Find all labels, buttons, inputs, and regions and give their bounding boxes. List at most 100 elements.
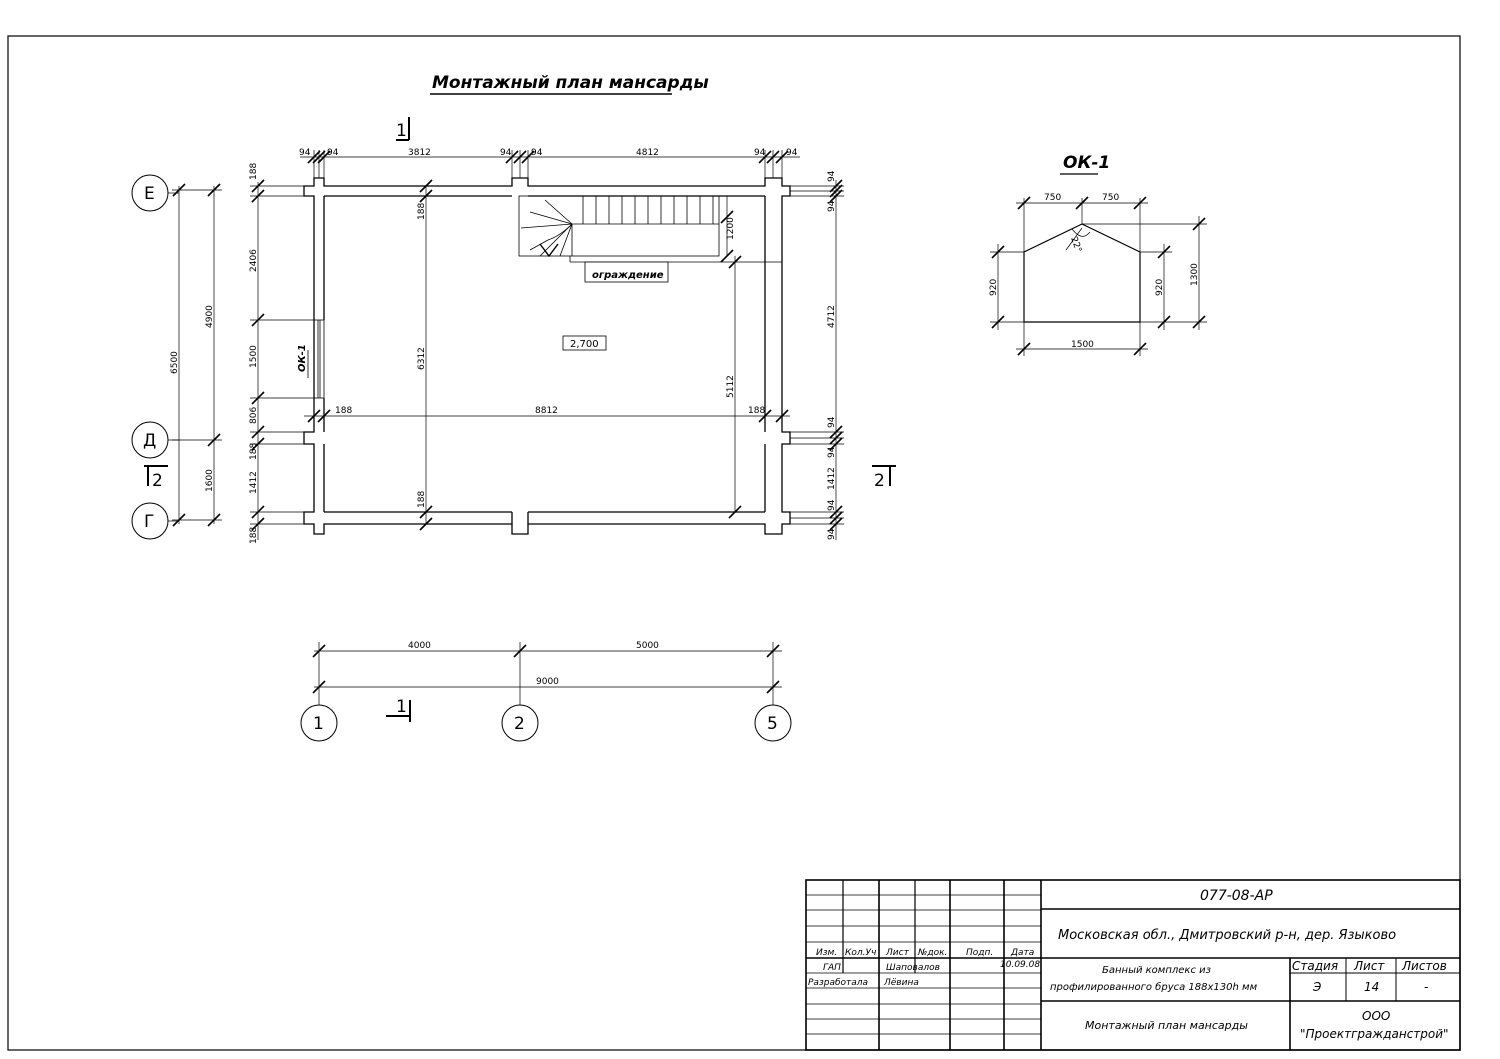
inner-dimensions [304, 179, 790, 531]
top-dim: 94 [531, 148, 543, 158]
left-dim: 1412 [249, 471, 259, 494]
right-dim: 94 [827, 499, 837, 511]
top-dim: 4812 [636, 148, 659, 158]
object-name-line1: Банный комплекс из [1102, 965, 1211, 976]
inner-dim: 1200 [726, 217, 736, 240]
dev-role: Разработала [808, 978, 868, 988]
window-dim: 750 [1044, 193, 1061, 203]
window-dim: 920 [989, 279, 999, 296]
gap-name: Шаповалов [886, 963, 940, 973]
svg-text:2: 2 [514, 714, 525, 734]
dev-name: Лёвина [883, 978, 919, 988]
svg-text:ограждение: ограждение [592, 270, 664, 281]
window-dim: 1500 [1071, 340, 1094, 350]
gap-date: 10.09.08 [1000, 960, 1040, 970]
sheet-title: Монтажный план мансарды [1085, 1019, 1248, 1032]
svg-text:1: 1 [313, 714, 324, 734]
plan-title: Монтажный план мансарды [432, 73, 709, 93]
section-mark-2-right [872, 465, 896, 486]
window-label: ОК-1 [297, 344, 308, 372]
section-mark-label: 2 [152, 471, 163, 491]
right-dim: 94 [827, 200, 837, 212]
sheet-header: Лист [1353, 959, 1385, 973]
company-line2: "Проектгражданстрой" [1300, 1027, 1449, 1041]
left-dimension-chain [250, 179, 314, 540]
window-dim: 920 [1155, 279, 1165, 296]
top-dim: 94 [500, 148, 512, 158]
inner-dim: 5112 [726, 375, 736, 398]
inner-dim: 188 [748, 406, 765, 416]
window-ok1 [313, 319, 325, 399]
header-ndok: №док. [917, 948, 947, 958]
header-podp: Подп. [966, 948, 993, 958]
inner-dim: 188 [417, 203, 427, 220]
right-dim: 94 [827, 416, 837, 428]
window-angle: 22° [1068, 236, 1083, 254]
sheets-header: Листов [1401, 959, 1447, 973]
inner-dim: 188 [417, 491, 427, 508]
outer-left-dim: 4900 [205, 305, 215, 328]
bottom-axis-dimensions [312, 642, 782, 705]
window-dim: 750 [1102, 193, 1119, 203]
svg-text:Д: Д [143, 431, 156, 451]
stage-header: Стадия [1292, 959, 1338, 973]
left-dim: 2406 [249, 249, 259, 272]
bottom-dim: 9000 [536, 677, 559, 687]
sheets-value: - [1424, 980, 1428, 994]
object-name-line2: профилированного бруса 188х130h мм [1050, 981, 1258, 993]
axis-bubble-2: 2 [501, 704, 539, 742]
top-dim: 94 [786, 148, 798, 158]
left-dim: 188 [249, 443, 259, 460]
header-list: Лист [885, 948, 910, 958]
railing-callout: ограждение [584, 261, 669, 283]
right-dimension-chain [790, 179, 844, 540]
header-kol: Кол.Уч [845, 948, 876, 958]
right-dim: 4712 [827, 305, 837, 328]
top-dim: 94 [299, 148, 311, 158]
window-dim: 1300 [1190, 263, 1200, 286]
window-detail-dimensions [990, 196, 1207, 356]
outer-left-dim: 6500 [170, 351, 180, 374]
window-detail-title: ОК-1 [1063, 153, 1110, 173]
axis-bubble-G: Г [131, 502, 169, 540]
axis-bubble-D: Д [131, 421, 169, 459]
right-dim: 94 [827, 528, 837, 540]
right-dim: 94 [827, 170, 837, 182]
top-dim: 94 [327, 148, 339, 158]
header-izm: Изм. [816, 948, 837, 958]
window-detail-shape [1023, 223, 1141, 323]
axis-bubble-5: 5 [754, 704, 792, 742]
svg-text:5: 5 [767, 714, 778, 734]
left-dim: 1500 [249, 345, 259, 368]
top-dim: 3812 [408, 148, 431, 158]
sheet-value: 14 [1364, 980, 1379, 994]
svg-text:2,700: 2,700 [570, 339, 599, 350]
outer-left-dimensions [172, 183, 222, 527]
gap-role: ГАП [823, 963, 841, 973]
svg-text:Е: Е [144, 184, 155, 204]
staircase [518, 195, 782, 263]
axis-bubble-1: 1 [300, 704, 338, 742]
sheet-frame [7, 35, 1461, 1051]
bottom-dim: 4000 [408, 641, 431, 651]
section-mark-label: 2 [874, 471, 885, 491]
section-mark-label: 1 [396, 697, 407, 717]
right-dim: 1412 [827, 467, 837, 490]
title-block [805, 879, 1461, 1051]
section-mark-2-left [144, 465, 168, 486]
inner-dim: 6312 [417, 347, 427, 370]
bottom-dim: 5000 [636, 641, 659, 651]
stage-value: Э [1312, 980, 1322, 994]
section-mark-label: 1 [396, 121, 407, 141]
company-line1: ООО [1362, 1009, 1390, 1023]
section-mark-1-bottom [386, 700, 411, 722]
header-data: Дата [1010, 948, 1034, 958]
drawing-code: 077-08-АР [1200, 888, 1273, 904]
left-dim: 188 [249, 163, 259, 180]
left-dim: 188 [249, 527, 259, 544]
floor-plan [303, 177, 791, 535]
project-location: Московская обл., Дмитровский р-н, дер. Я… [1058, 928, 1396, 943]
right-dim: 94 [827, 446, 837, 458]
axis-bubble-E: Е [131, 174, 169, 212]
